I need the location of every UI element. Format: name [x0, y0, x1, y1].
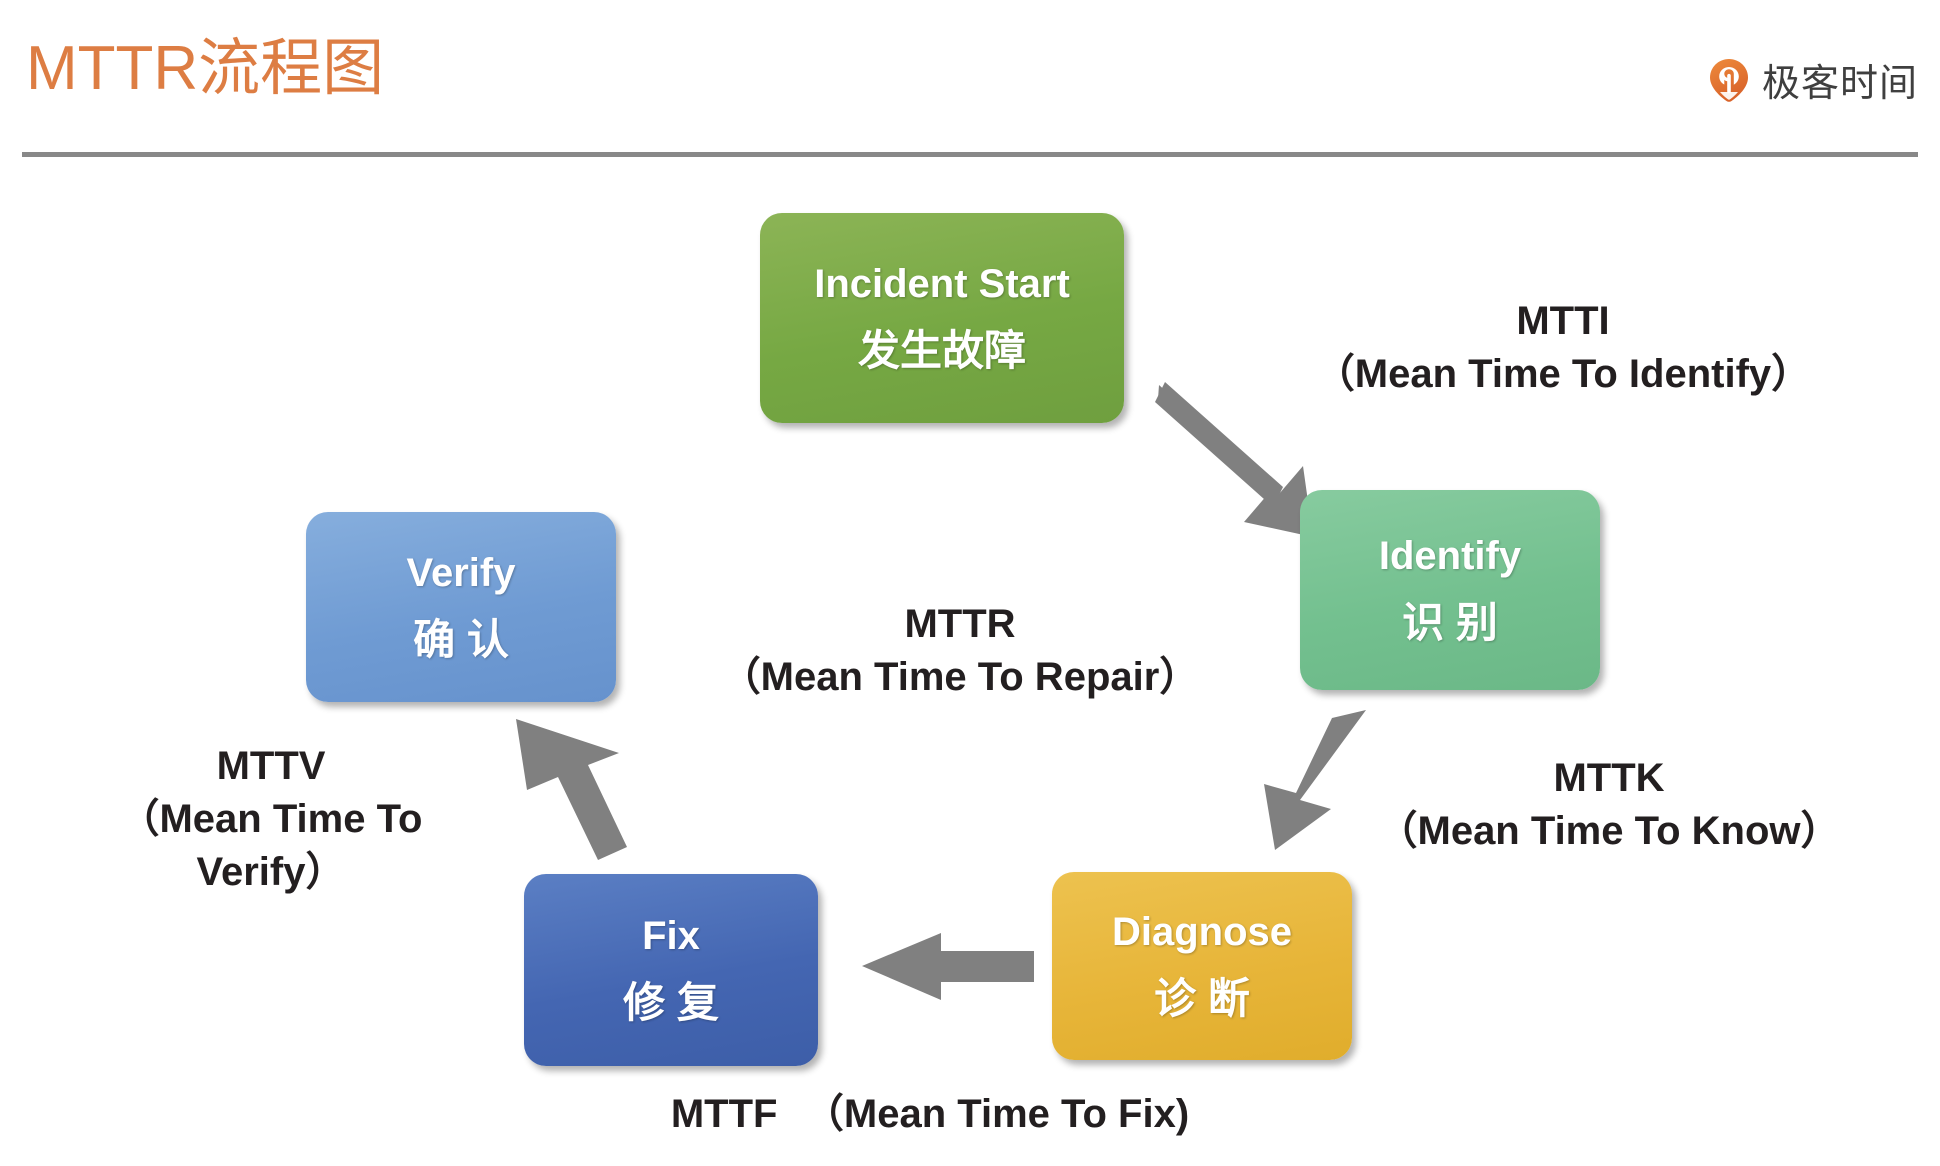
header-divider: [22, 152, 1918, 157]
node-incident-start-en: Incident Start: [814, 261, 1070, 306]
label-mttr: MTTR （Mean Time To Repair）: [700, 598, 1220, 704]
label-mtti-full: （Mean Time To Identify）: [1314, 351, 1812, 396]
arrow-identify-to-diagnose: [1264, 710, 1366, 850]
label-mtti-abbr: MTTI: [1516, 299, 1610, 343]
node-identify[interactable]: Identify 识 别: [1300, 490, 1600, 690]
node-fix[interactable]: Fix 修 复: [524, 874, 818, 1066]
node-fix-en: Fix: [642, 913, 700, 958]
node-fix-cn: 修 复: [623, 978, 719, 1026]
node-diagnose[interactable]: Diagnose 诊 断: [1052, 872, 1352, 1060]
node-incident-start-cn: 发生故障: [857, 326, 1026, 374]
node-verify-cn: 确 认: [413, 615, 509, 663]
arrow-diagnose-to-fix: [862, 933, 1034, 1000]
label-mttk-abbr: MTTK: [1553, 756, 1665, 800]
node-identify-cn: 识 别: [1402, 598, 1498, 646]
node-identify-en: Identify: [1378, 533, 1522, 578]
arrow-fix-to-verify: [516, 719, 627, 860]
label-mttv-full: （Mean Time To Verify）: [119, 796, 423, 894]
label-mttr-full: （Mean Time To Repair）: [720, 654, 1200, 699]
node-diagnose-cn: 诊 断: [1154, 974, 1250, 1022]
label-mttf-abbr: MTTF: [670, 1092, 778, 1136]
arrow-incident-to-identify: [1155, 382, 1313, 537]
page-title: MTTR流程图: [26, 34, 385, 103]
geek-pin-icon: [1709, 58, 1748, 102]
node-incident-start[interactable]: Incident Start 发生故障: [760, 213, 1124, 423]
label-mttv: MTTV （Mean Time To Verify）: [80, 740, 462, 898]
label-mtti: MTTI （Mean Time To Identify）: [1278, 295, 1848, 401]
node-verify[interactable]: Verify 确 认: [306, 512, 616, 702]
node-diagnose-en: Diagnose: [1111, 909, 1293, 954]
label-mttk: MTTK （Mean Time To Know）: [1374, 752, 1844, 858]
label-mttf-full: （Mean Time To Fix): [803, 1092, 1190, 1136]
label-mttk-full: （Mean Time To Know）: [1377, 808, 1841, 853]
label-mttr-abbr: MTTR: [904, 602, 1016, 646]
label-mttv-abbr: MTTV: [216, 744, 326, 788]
node-verify-en: Verify: [406, 550, 516, 595]
brand-name: 极客时间: [1761, 63, 1918, 105]
label-mttf: MTTF （Mean Time To Fix): [600, 1088, 1260, 1141]
brand-logo: 极客时间: [1706, 52, 1918, 107]
